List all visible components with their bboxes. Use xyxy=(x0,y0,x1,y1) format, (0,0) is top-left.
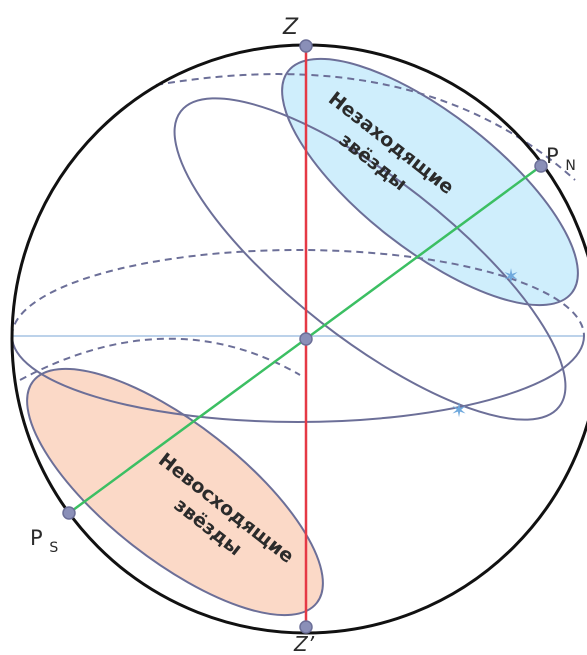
never-setting-region xyxy=(282,58,578,306)
never-rising-region xyxy=(27,368,323,616)
nadir-label: Z’ xyxy=(293,632,315,655)
south-pole-point xyxy=(62,506,76,520)
horizon-circle-back xyxy=(11,249,585,337)
north-pole-label: P xyxy=(546,144,559,168)
star-icon: ✶ xyxy=(451,398,468,422)
nadir-point xyxy=(299,620,313,634)
south-pole-subscript: S xyxy=(49,540,58,556)
diurnal-parallel-circle xyxy=(173,97,567,421)
never-setting-boundary xyxy=(281,57,579,307)
star-icon: ✶ xyxy=(503,264,520,288)
back-arc-lower xyxy=(19,337,301,381)
south-pole-label: P xyxy=(30,526,43,550)
center-point xyxy=(299,332,313,346)
north-pole-subscript: N xyxy=(565,158,575,174)
zenith-point xyxy=(299,39,313,53)
svg-text:P N: P N xyxy=(546,144,576,174)
back-arc-upper xyxy=(155,73,576,181)
never-rising-boundary xyxy=(26,367,324,617)
svg-text:P S: P S xyxy=(30,526,58,556)
zenith-label: Z xyxy=(282,15,299,40)
north-pole-point xyxy=(534,159,548,173)
horizon-circle-front xyxy=(11,335,585,423)
